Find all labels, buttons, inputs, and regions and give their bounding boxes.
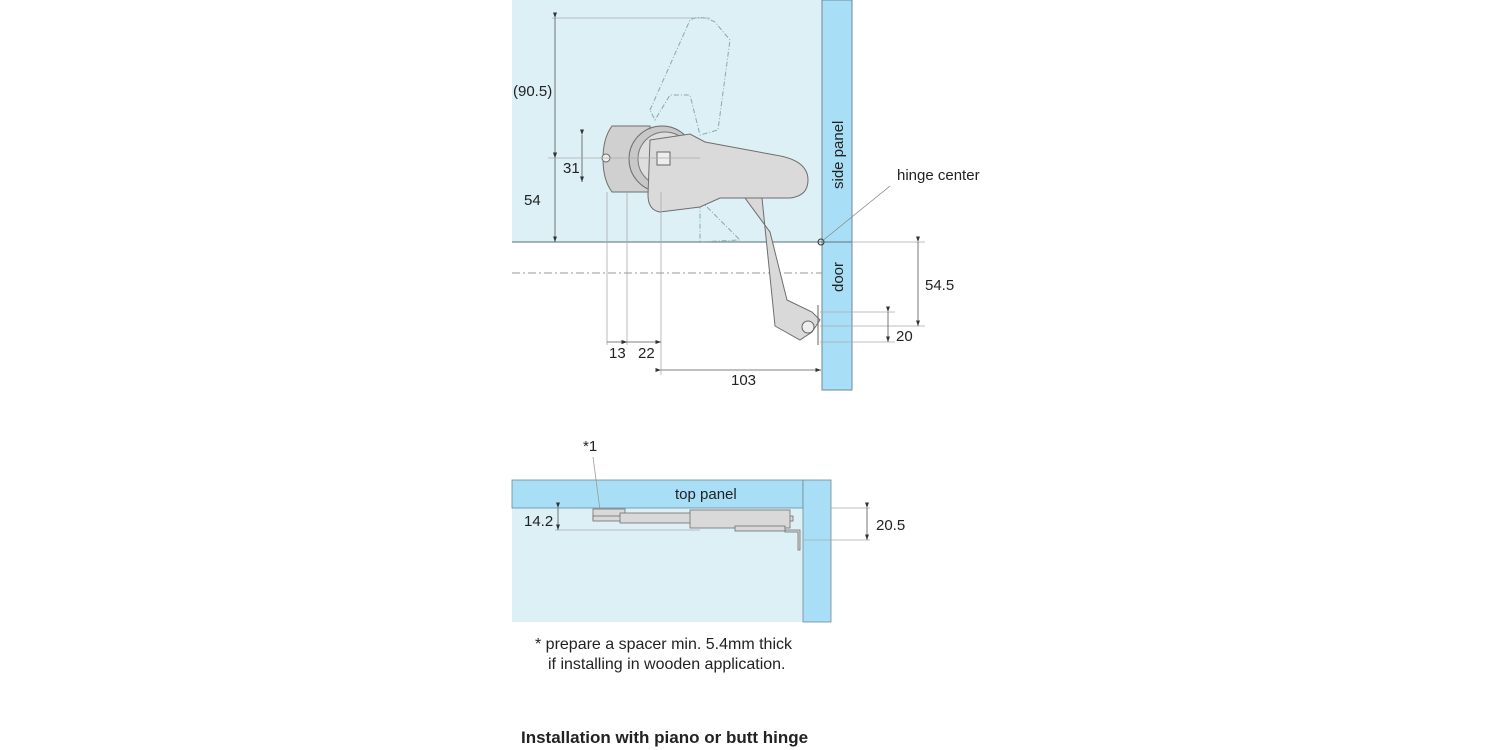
hinge-open-outline — [649, 16, 742, 243]
top-view-side-panel — [802, 479, 832, 623]
dim-height-open: (90.5) — [513, 83, 552, 100]
side-view: (90.5) 31 54 13 22 103 54.5 20 hinge cen… — [512, 0, 980, 391]
hinge-center-marker — [817, 238, 825, 246]
footnote-ref: *1 — [583, 438, 597, 455]
dim-offset-b: 22 — [638, 345, 655, 362]
side-panel-label: side panel — [830, 121, 847, 189]
top-view: *1 top panel 14.2 20.5 — [511, 438, 905, 623]
top-panel — [511, 479, 804, 509]
dim-height: 54 — [524, 192, 541, 209]
top-panel-label: top panel — [675, 486, 737, 503]
hinge-closed — [601, 125, 821, 345]
dim-depth: 103 — [731, 372, 756, 389]
note-line-1: * prepare a spacer min. 5.4mm thick — [535, 636, 793, 653]
door-label: door — [830, 262, 847, 292]
note-line-2: if installing in wooden application. — [548, 656, 785, 673]
top-view-dimension-lines — [555, 502, 870, 541]
diagram-title: Installation with piano or butt hinge — [521, 728, 808, 747]
side-panel — [821, 0, 853, 391]
dim-overall: 20.5 — [876, 517, 905, 534]
hinge-center-label: hinge center — [897, 167, 980, 184]
dimension-lines — [548, 12, 925, 375]
hinge-top-view — [592, 456, 801, 551]
dim-thickness: 14.2 — [524, 513, 553, 530]
dim-pivot: 20 — [896, 328, 913, 345]
dim-door-offset: 54.5 — [925, 277, 954, 294]
dim-mount-spacing: 31 — [563, 160, 580, 177]
dim-offset-a: 13 — [609, 345, 626, 362]
